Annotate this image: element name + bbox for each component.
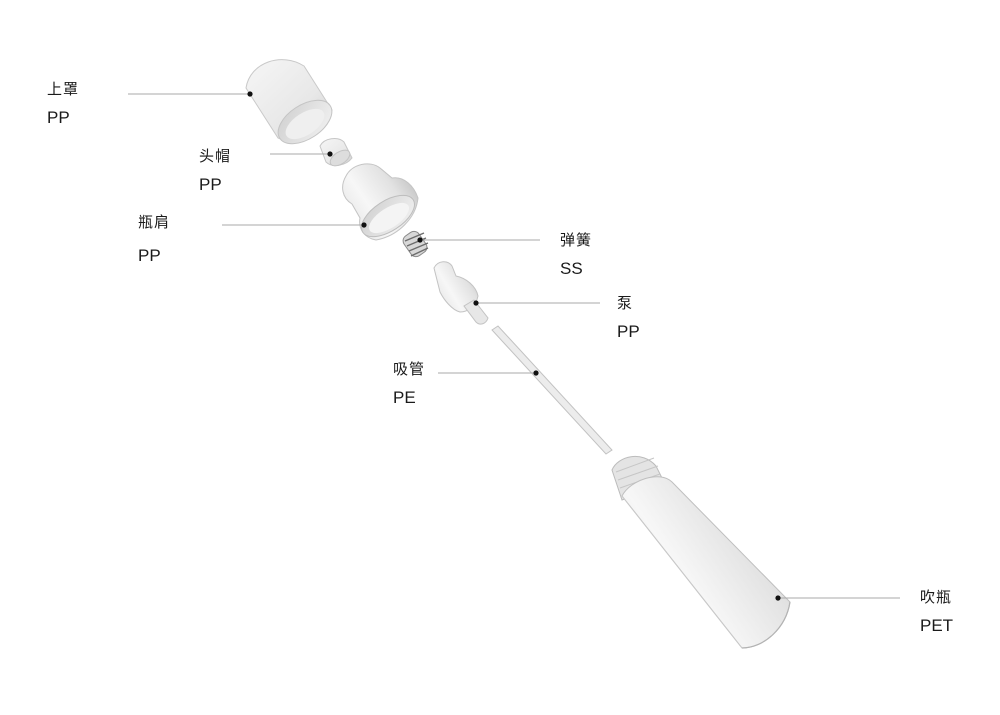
dip-tube-name: 吸管: [393, 360, 426, 378]
outer-cap-name: 上罩: [47, 80, 80, 98]
dot-spring: [417, 237, 423, 243]
dot-outer-cap: [247, 91, 253, 97]
dot-bottle: [775, 595, 781, 601]
bottle-material: PET: [920, 616, 954, 635]
shoulder-shape: [342, 163, 419, 241]
dot-dip-tube: [533, 370, 539, 376]
dip-tube-shape: [491, 325, 613, 455]
shoulder-name: 瓶肩: [138, 213, 171, 231]
outer-cap-shape: [245, 59, 333, 145]
dot-shoulder: [361, 222, 367, 228]
leader-lines: [128, 93, 900, 599]
bottle-shape: [611, 456, 791, 649]
actuator-name: 头帽: [199, 147, 232, 165]
spring-material: SS: [560, 259, 583, 278]
pump-name: 泵: [617, 294, 634, 312]
anchor-dots: [247, 91, 781, 601]
actuator-shape: [319, 138, 353, 167]
shoulder-material: PP: [138, 246, 161, 265]
pump-shape: [433, 261, 489, 325]
spring-name: 弹簧: [560, 231, 593, 249]
dip-tube-material: PE: [393, 388, 416, 407]
actuator-material: PP: [199, 175, 222, 194]
spring-shape: [402, 230, 429, 258]
bottle-name: 吹瓶: [920, 588, 953, 606]
pump-material: PP: [617, 322, 640, 341]
outer-cap-material: PP: [47, 108, 70, 127]
dot-pump: [473, 300, 479, 306]
dot-actuator: [327, 151, 333, 157]
